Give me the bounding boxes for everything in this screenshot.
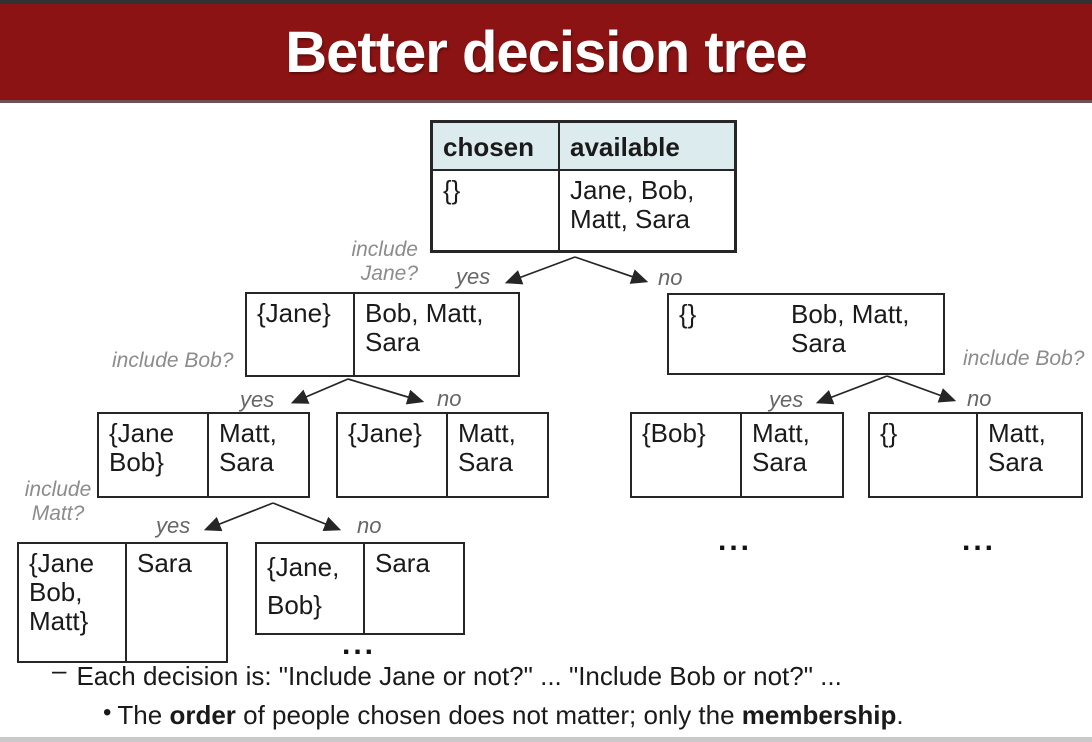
bottom-edge-strip — [0, 737, 1092, 742]
chosen-cell: {} — [679, 299, 697, 329]
label-no-root: no — [658, 265, 683, 290]
label-no-matt: no — [357, 513, 382, 538]
node-root: chosen {} available Jane, Bob, Matt, Sar… — [430, 120, 737, 253]
note-order-pre: The — [117, 700, 170, 730]
note-order-mid: of people chosen does not matter; only t… — [235, 700, 742, 730]
node-matt-yes: {Jane Bob, Matt} Sara — [17, 542, 228, 663]
available-cell: Matt, Sara — [219, 418, 277, 478]
note-order-end: . — [896, 700, 904, 730]
label-include-matt: include Matt? — [24, 478, 92, 526]
chosen-cell: {Jane Bob, Matt} — [19, 544, 127, 661]
node-bob-no-right: {} Matt, Sara — [868, 412, 1083, 498]
chosen-cell: {} — [870, 414, 978, 496]
ellipsis-subtree-right: ... — [962, 524, 997, 557]
chosen-cell: {Jane} — [338, 414, 448, 496]
available-cell: Matt, Sara — [752, 418, 810, 478]
label-no-left: no — [437, 386, 462, 411]
available-cell: Matt, Sara — [988, 418, 1046, 478]
label-yes-root: yes — [456, 264, 491, 289]
label-include-jane: include Jane? — [351, 238, 418, 286]
available-cell: Matt, Sara — [458, 418, 516, 478]
available-cell: Bob, Matt, Sara — [791, 299, 910, 359]
available-column: available Jane, Bob, Matt, Sara — [560, 123, 734, 250]
ellipsis-subtree-left: ... — [718, 524, 753, 557]
available-cell: Jane, Bob, Matt, Sara — [570, 175, 695, 235]
chosen-column: chosen {} — [433, 123, 560, 250]
label-include-bob-left: include Bob? — [112, 349, 234, 372]
note-order-membership: •The order of people chosen does not mat… — [103, 699, 904, 731]
node-bob-yes-right: {Bob} Matt, Sara — [630, 412, 844, 498]
node-matt-no: {Jane, Bob} Sara — [255, 542, 465, 635]
available-cell: Bob, Matt, Sara — [365, 298, 484, 358]
chosen-cell: {Bob} — [632, 414, 742, 496]
note-each-decision: –Each decision is: "Include Jane or not?… — [52, 655, 842, 692]
chosen-cell: {Jane} — [247, 294, 355, 375]
ellipsis-matt-subtree: ... — [342, 628, 377, 661]
chosen-cell: {Jane, Bob} — [257, 544, 365, 633]
available-cell: Sara — [137, 548, 192, 578]
dot-bullet: • — [103, 699, 112, 726]
label-yes-matt: yes — [156, 513, 191, 538]
note-order-bold: order — [169, 700, 236, 730]
label-include-bob-right: include Bob? — [963, 347, 1085, 370]
available-header: available — [560, 123, 734, 171]
note-each-decision-text: Each decision is: "Include Jane or not?"… — [76, 661, 842, 691]
label-yes-left: yes — [240, 387, 275, 412]
top-edge-strip — [0, 0, 1092, 4]
label-no-right: no — [967, 386, 992, 411]
note-membership-bold: membership — [741, 700, 897, 730]
label-yes-right: yes — [769, 387, 804, 412]
chosen-cell: {} — [443, 175, 461, 205]
node-bob-yes-left: {Jane Bob} Matt, Sara — [97, 412, 310, 498]
node-jane-no: {} Bob, Matt, Sara — [667, 293, 945, 375]
node-jane-yes: {Jane} Bob, Matt, Sara — [245, 292, 520, 377]
dash-bullet: – — [52, 655, 67, 685]
node-bob-no-left: {Jane} Matt, Sara — [336, 412, 549, 498]
chosen-cell: {Jane Bob} — [99, 414, 209, 496]
title-banner: Better decision tree — [0, 4, 1092, 103]
chosen-header: chosen — [433, 123, 558, 171]
page-title: Better decision tree — [285, 19, 808, 85]
available-cell: Sara — [375, 548, 430, 578]
